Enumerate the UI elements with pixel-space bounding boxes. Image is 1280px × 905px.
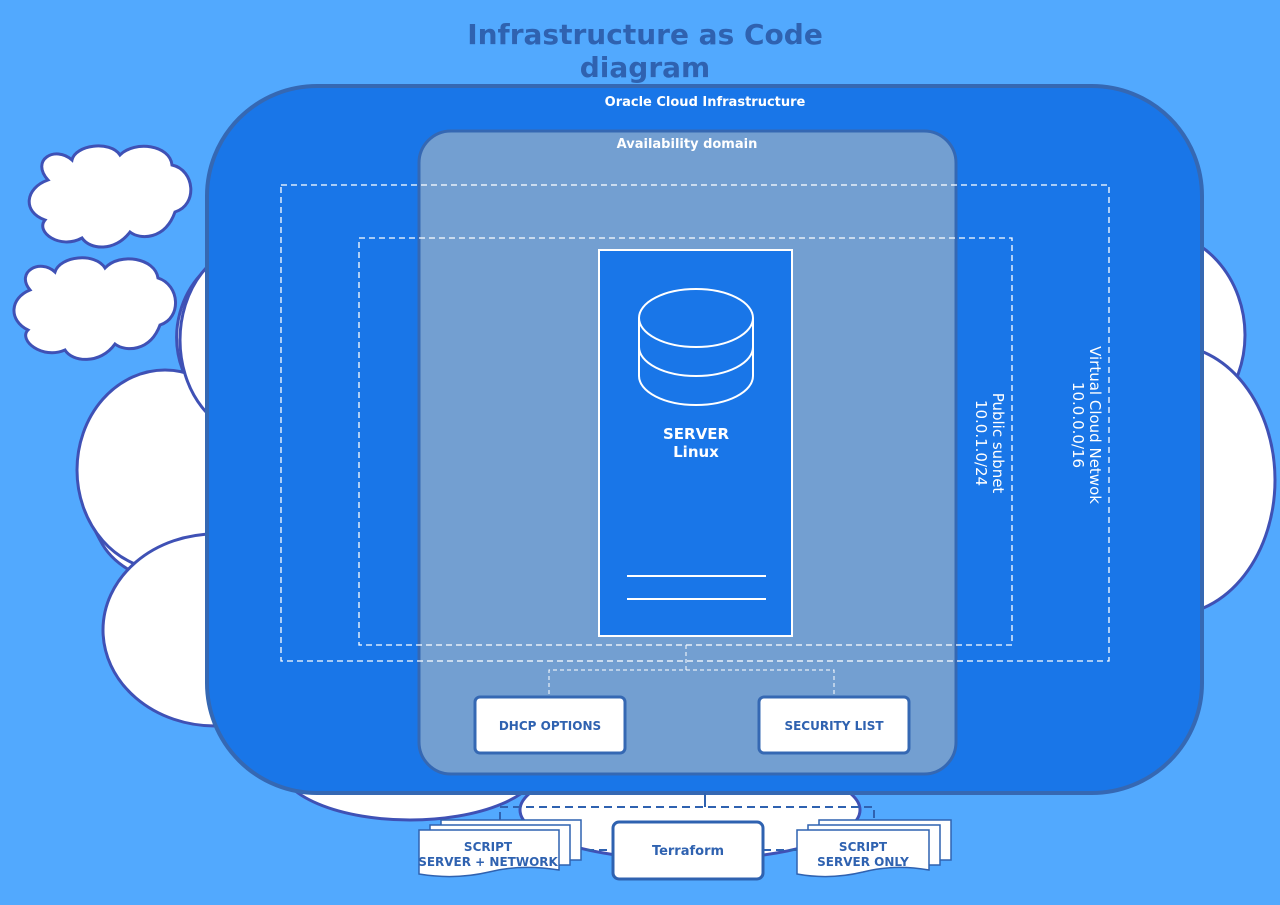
document-stack-icon[interactable] <box>796 819 952 878</box>
script-right-line1: SCRIPT <box>839 840 888 854</box>
security-list-label: SECURITY LIST <box>784 719 884 733</box>
script-left-line2: SERVER + NETWORK <box>418 855 558 869</box>
script-left-line1: SCRIPT <box>464 840 513 854</box>
vcn-boundary[interactable] <box>280 184 1110 662</box>
vcn-name-label: Virtual Cloud Netwok <box>1086 346 1104 504</box>
vcn-connectors <box>548 645 835 697</box>
vcn-cidr-label: 10.0.0.0/16 <box>1069 382 1087 468</box>
terraform-connectors <box>499 793 875 851</box>
server-title: SERVER <box>663 425 729 443</box>
small-cloud-1 <box>27 144 193 249</box>
availability-domain-label: Availability domain <box>617 137 758 152</box>
server-os: Linux <box>673 443 719 461</box>
terraform-box[interactable] <box>611 820 765 881</box>
cloud-label: Oracle Cloud Infrastructure <box>605 95 806 110</box>
dhcp-options-box[interactable] <box>473 695 627 755</box>
database-cylinder-icon <box>638 288 754 406</box>
subnet-name-label: Public subnet <box>989 393 1007 494</box>
diagram-title: Infrastructure as Code diagram <box>467 18 823 84</box>
dhcp-options-label: DHCP OPTIONS <box>499 719 601 733</box>
terraform-label: Terraform <box>652 844 724 859</box>
server-node[interactable] <box>598 249 793 637</box>
small-cloud-2 <box>12 256 177 361</box>
document-stack-icon[interactable] <box>418 819 582 878</box>
script-right-line2: SERVER ONLY <box>817 855 909 869</box>
security-list-box[interactable] <box>757 695 911 755</box>
subnet-cidr-label: 10.0.1.0/24 <box>972 400 990 486</box>
